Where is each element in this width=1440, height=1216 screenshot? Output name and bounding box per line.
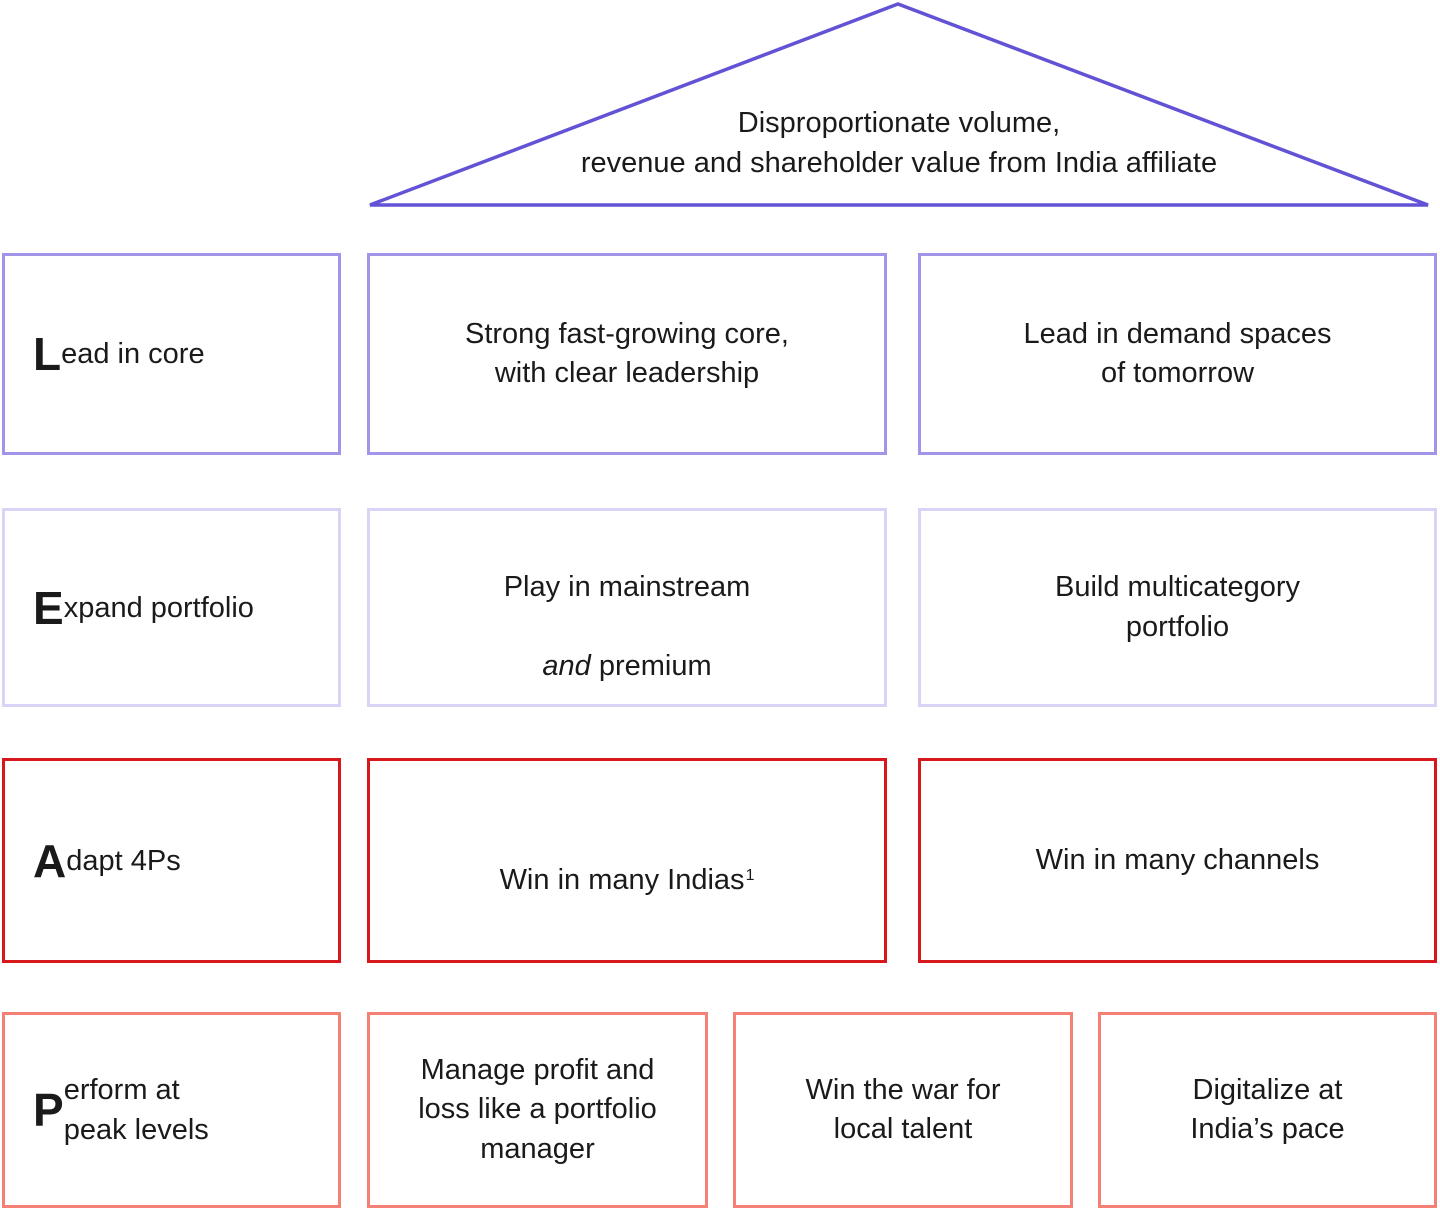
cell-mainstream-rest: premium: [590, 649, 712, 682]
row-expand-initial: E: [33, 581, 64, 634]
cell-many-channels: Win in many channels: [918, 758, 1437, 963]
cell-war-for-talent: Win the war for local talent: [733, 1012, 1073, 1208]
cell-mainstream-line1: Play in mainstream: [503, 571, 751, 604]
row-perform-label: erform at peak levels: [63, 1074, 209, 1146]
cell-many-indias: Win in many Indias1: [367, 758, 887, 963]
row-expand-label: xpand portfolio: [63, 591, 254, 624]
cell-manage-profit: Manage profit and loss like a portfolio …: [367, 1012, 708, 1208]
cell-strong-core: Strong fast-growing core, with clear lea…: [367, 253, 887, 455]
cell-many-indias-text: Win in many Indias: [499, 863, 745, 896]
footnote-marker: 1: [745, 866, 755, 884]
cell-multicategory: Build multicategory portfolio: [918, 508, 1437, 707]
cell-digitalize: Digitalize at India’s pace: [1098, 1012, 1437, 1208]
row-adapt-label: dapt 4Ps: [66, 844, 181, 877]
row-adapt-initial: A: [33, 834, 67, 887]
roof-label: Disproportionate volume, revenue and sha…: [580, 107, 1218, 180]
roof-triangle-shape: [369, 2, 1429, 207]
row-perform-initial: P: [33, 1084, 64, 1136]
row-lead-label: ead in core: [61, 338, 205, 370]
cell-mainstream-and: and: [542, 649, 591, 682]
cell-mainstream-premium: Play in mainstream and premium: [367, 508, 887, 707]
row-lead-initial: L: [33, 328, 62, 380]
cell-demand-spaces: Lead in demand spaces of tomorrow: [918, 253, 1437, 455]
